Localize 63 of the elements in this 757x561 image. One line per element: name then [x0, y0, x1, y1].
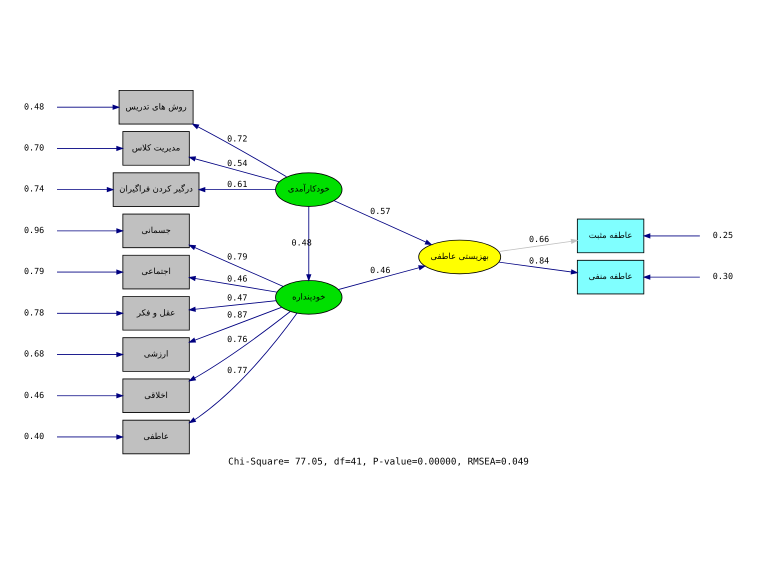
node-box: مدیریت کلاس	[122, 131, 190, 166]
node-text: 0.48	[24, 101, 44, 112]
arrow	[56, 104, 120, 110]
node-text: 0.78	[24, 307, 44, 318]
node-text: 0.25	[712, 230, 734, 240]
edge-label: 0.77	[227, 365, 248, 376]
arrow	[56, 352, 124, 358]
edge-label: 0.87	[227, 310, 248, 320]
node-ellipse: خودپنداره	[275, 280, 342, 315]
arrow	[188, 311, 291, 382]
node-box: ارزشی	[122, 337, 190, 372]
arrow	[338, 265, 426, 290]
edge-label: 0.57	[370, 206, 390, 216]
node-box: عاطفه منفی	[576, 260, 644, 294]
edge-label: 0.76	[227, 334, 248, 344]
edge-label: 0.54	[227, 158, 248, 168]
arrow	[56, 146, 124, 152]
arrow	[188, 156, 280, 182]
arrow	[642, 233, 700, 239]
node-box: اخلاقی	[122, 378, 190, 413]
node-text: 0.30	[712, 271, 734, 282]
arrow	[198, 186, 276, 192]
node-box: اجتماعی	[122, 254, 190, 290]
node-text: 0.96	[24, 224, 44, 235]
arrow	[642, 274, 700, 280]
node-ellipse: خودکارآمدی	[275, 172, 342, 207]
node-text: 0.79	[24, 266, 44, 276]
arrow	[56, 228, 124, 234]
arrow	[188, 300, 277, 312]
edge-label: 0.79	[227, 251, 248, 262]
node-box: درگیر کردن فراگیران	[112, 172, 200, 207]
node-text: 0.46	[24, 390, 44, 400]
arrow	[56, 434, 124, 440]
arrow	[188, 312, 298, 424]
node-text: 0.70	[24, 142, 44, 153]
arrow	[498, 238, 579, 252]
node-box: جسمانی	[122, 214, 190, 248]
node-box: عاطفی	[122, 420, 190, 454]
edge-label: 0.61	[227, 179, 248, 190]
arrow	[334, 200, 433, 246]
arrow	[498, 262, 579, 275]
node-text: 0.40	[24, 431, 44, 442]
arrow	[188, 276, 278, 293]
arrow	[191, 124, 287, 178]
arrow	[188, 244, 284, 287]
arrow	[306, 206, 312, 282]
edge-label: 0.46	[227, 273, 248, 284]
node-text: 0.68	[24, 348, 44, 359]
edge-label: 0.47	[227, 292, 248, 303]
arrow	[56, 310, 124, 316]
arrow	[56, 186, 114, 192]
node-box: عقل و فکر	[122, 296, 190, 331]
node-text: 0.74	[24, 184, 44, 194]
edge-label: 0.66	[528, 234, 550, 244]
arrow	[56, 393, 124, 398]
node-box: عاطفه مثبت	[576, 218, 644, 254]
edge-label: 0.84	[528, 256, 550, 266]
edge-label: 0.46	[370, 264, 390, 275]
edge-label: 0.72	[227, 134, 248, 144]
node-box: روش های تدریس	[118, 90, 194, 124]
caption: Chi-Square= 77.05, df=41, P-value=0.00000, RMSEA=0.049	[228, 456, 529, 468]
arrow	[188, 306, 282, 343]
arrow	[56, 269, 124, 275]
